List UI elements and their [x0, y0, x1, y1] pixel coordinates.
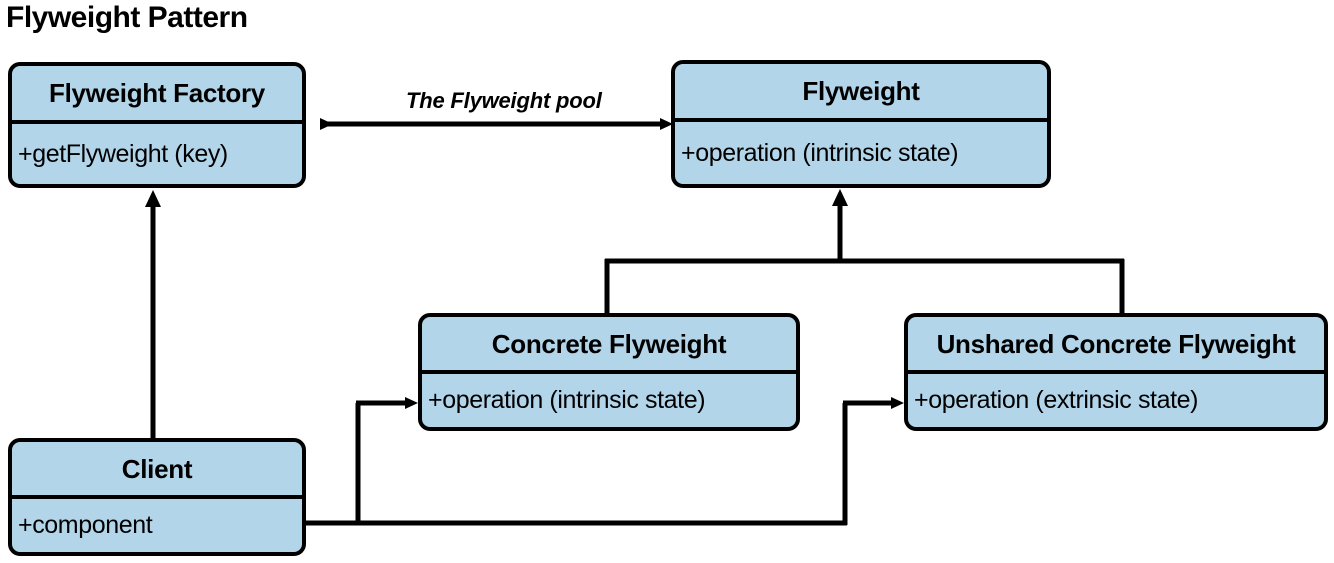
class-box-unshared-concrete-flyweight[interactable]: Unshared Concrete Flyweight +operation (…: [904, 313, 1328, 431]
class-name-client: Client: [12, 442, 302, 499]
class-name-unshared-concrete-flyweight: Unshared Concrete Flyweight: [908, 317, 1324, 374]
class-box-concrete-flyweight[interactable]: Concrete Flyweight +operation (intrinsic…: [418, 313, 800, 431]
class-box-flyweight-factory[interactable]: Flyweight Factory +getFlyweight (key): [8, 62, 306, 188]
class-name-flyweight-factory: Flyweight Factory: [12, 66, 302, 124]
class-name-concrete-flyweight: Concrete Flyweight: [422, 317, 796, 374]
class-members-unshared-concrete-flyweight: +operation (extrinsic state): [914, 386, 1199, 414]
class-members-client: +component: [18, 511, 153, 539]
edge-label-flyweight-pool: The Flyweight pool: [406, 88, 602, 113]
class-members-flyweight-factory: +getFlyweight (key): [18, 139, 228, 168]
class-members-concrete-flyweight: +operation (intrinsic state): [428, 386, 706, 414]
class-box-flyweight[interactable]: Flyweight +operation (intrinsic state): [671, 60, 1051, 188]
class-name-flyweight: Flyweight: [675, 64, 1047, 122]
page-title: Flyweight Pattern: [6, 1, 248, 34]
class-members-flyweight: +operation (intrinsic state): [681, 138, 959, 167]
edge-generalization-fork: [604, 189, 1125, 315]
class-box-client[interactable]: Client +component: [8, 438, 306, 556]
edge-client-to-concretes: [304, 397, 904, 526]
